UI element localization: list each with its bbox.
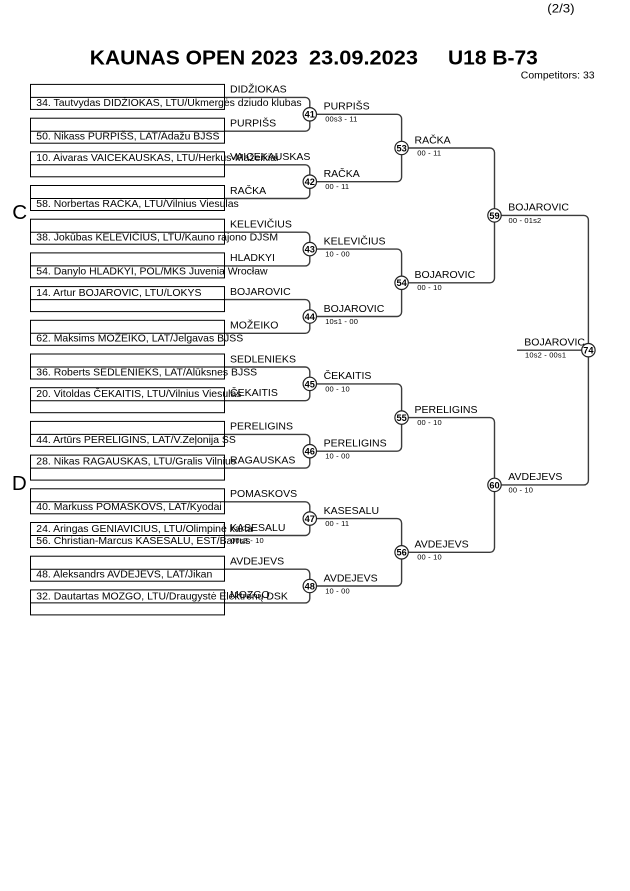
- svg-text:PERELIGINS: PERELIGINS: [324, 438, 387, 450]
- svg-text:10s1 - 00: 10s1 - 00: [325, 317, 358, 326]
- svg-text:HLADKYI: HLADKYI: [230, 252, 275, 264]
- svg-text:43: 43: [305, 245, 315, 255]
- svg-text:20. Vitoldas ČEKAITIS, LTU/Vil: 20. Vitoldas ČEKAITIS, LTU/Vilnius Viesu…: [36, 387, 241, 400]
- svg-text:MOŽEIKO: MOŽEIKO: [230, 319, 278, 332]
- svg-text:55: 55: [396, 413, 406, 423]
- svg-text:44. Artūrs PERELIGINS, LAT/V.Z: 44. Artūrs PERELIGINS, LAT/V.Zeļonija SS: [36, 435, 236, 446]
- svg-text:59: 59: [489, 211, 499, 221]
- svg-text:BOJAROVIC: BOJAROVIC: [230, 286, 291, 298]
- svg-text:44: 44: [305, 312, 316, 322]
- svg-text:00 - 01s2: 00 - 01s2: [509, 216, 542, 225]
- svg-text:47: 47: [305, 514, 315, 524]
- svg-text:BOJAROVIC: BOJAROVIC: [524, 337, 585, 349]
- svg-text:AVDEJEVS: AVDEJEVS: [415, 539, 469, 551]
- svg-text:DIDŽIOKAS: DIDŽIOKAS: [230, 83, 287, 96]
- svg-text:PERELIGINS: PERELIGINS: [415, 404, 478, 416]
- svg-text:(2/3): (2/3): [547, 2, 574, 16]
- svg-text:PURPIŠS: PURPIŠS: [324, 100, 370, 113]
- svg-text:23.09.2023: 23.09.2023: [309, 47, 418, 69]
- svg-text:62. Maksims MOŽEIKO, LAT/Jelga: 62. Maksims MOŽEIKO, LAT/Jelgavas BJSS: [36, 332, 243, 345]
- svg-text:MOZGO: MOZGO: [230, 589, 270, 601]
- svg-text:00 - 10: 00 - 10: [417, 418, 442, 427]
- svg-text:D: D: [12, 472, 27, 495]
- svg-text:00s3 - 10: 00s3 - 10: [231, 536, 264, 545]
- svg-text:42: 42: [305, 177, 315, 187]
- svg-text:AVDEJEVS: AVDEJEVS: [230, 556, 284, 568]
- svg-text:00 - 10: 00 - 10: [509, 485, 534, 494]
- svg-text:10 - 00: 10 - 00: [325, 250, 350, 259]
- svg-text:00 - 10: 00 - 10: [417, 553, 442, 562]
- svg-text:36. Roberts SEDLENIEKS, LAT/Al: 36. Roberts SEDLENIEKS, LAT/Alūksnes BJS…: [36, 367, 257, 378]
- svg-text:KAUNAS OPEN 2023: KAUNAS OPEN 2023: [90, 47, 298, 69]
- svg-text:KASESALU: KASESALU: [324, 505, 379, 517]
- svg-text:45: 45: [305, 379, 315, 389]
- svg-text:BOJAROVIC: BOJAROVIC: [415, 269, 476, 281]
- svg-text:KASESALU: KASESALU: [230, 522, 285, 534]
- svg-text:00s3 - 11: 00s3 - 11: [325, 115, 357, 124]
- svg-text:ČEKAITIS: ČEKAITIS: [230, 386, 278, 399]
- svg-text:VAICEKAUSKAS: VAICEKAUSKAS: [230, 151, 310, 163]
- svg-text:58. Norbertas RAČKA, LTU/Vilni: 58. Norbertas RAČKA, LTU/Vilnius Viesula…: [36, 197, 238, 210]
- svg-text:RAČKA: RAČKA: [230, 184, 266, 197]
- svg-text:KELEVIČIUS: KELEVIČIUS: [230, 218, 292, 231]
- svg-text:50. Nikass PURPIŠS, LAT/Ādažu: 50. Nikass PURPIŠS, LAT/Ādažu BJSS: [36, 130, 219, 143]
- svg-text:U18 B-73: U18 B-73: [448, 47, 538, 69]
- svg-text:RAČKA: RAČKA: [324, 167, 360, 180]
- svg-text:54. Danylo HLADKYI, POL/MKS Ju: 54. Danylo HLADKYI, POL/MKS Juvenia Wroc…: [36, 266, 268, 277]
- svg-text:10 - 00: 10 - 00: [325, 452, 350, 461]
- svg-text:28. Nikas RAGAUSKAS, LTU/Grali: 28. Nikas RAGAUSKAS, LTU/Gralis Vilnius: [36, 457, 236, 468]
- svg-text:ČEKAITIS: ČEKAITIS: [324, 369, 372, 382]
- svg-text:54: 54: [396, 278, 407, 288]
- svg-text:60: 60: [489, 480, 499, 490]
- svg-text:RAGAUSKAS: RAGAUSKAS: [230, 454, 295, 466]
- svg-text:Competitors: 33: Competitors: 33: [521, 71, 595, 82]
- svg-text:14. Artur BOJAROVIC, LTU/LOKYS: 14. Artur BOJAROVIC, LTU/LOKYS: [36, 288, 201, 299]
- svg-text:38. Jokūbas KELEVIČIUS, LTU/Ka: 38. Jokūbas KELEVIČIUS, LTU/Kauno rajono…: [36, 231, 278, 244]
- svg-text:PERELIGINS: PERELIGINS: [230, 421, 293, 433]
- svg-text:RAČKA: RAČKA: [415, 133, 451, 146]
- svg-text:48: 48: [305, 581, 315, 591]
- svg-text:00 - 11: 00 - 11: [325, 519, 349, 528]
- svg-text:56. Christian-Marcus KASESALU,: 56. Christian-Marcus KASESALU, EST/Barru…: [36, 536, 250, 547]
- svg-text:41: 41: [305, 110, 315, 120]
- svg-text:BOJAROVIC: BOJAROVIC: [324, 303, 385, 315]
- svg-text:POMASKOVS: POMASKOVS: [230, 488, 297, 500]
- svg-text:32. Dautartas MOZGO, LTU/Draug: 32. Dautartas MOZGO, LTU/Draugystė Elekt…: [36, 591, 288, 602]
- svg-text:PURPIŠS: PURPIŠS: [230, 117, 276, 130]
- svg-text:53: 53: [396, 143, 406, 153]
- svg-text:10s2 - 00s1: 10s2 - 00s1: [525, 351, 566, 360]
- svg-text:56: 56: [396, 548, 406, 558]
- svg-text:AVDEJEVS: AVDEJEVS: [508, 471, 562, 483]
- svg-text:10 - 00: 10 - 00: [325, 586, 350, 595]
- svg-text:00 - 10: 00 - 10: [325, 384, 350, 393]
- svg-text:C: C: [12, 201, 27, 224]
- svg-text:34. Tautvydas DIDŽIOKAS, LTU/U: 34. Tautvydas DIDŽIOKAS, LTU/Ukmergės dz…: [36, 96, 301, 109]
- svg-text:74: 74: [583, 346, 594, 356]
- svg-text:00 - 10: 00 - 10: [417, 283, 442, 292]
- svg-text:46: 46: [305, 447, 315, 457]
- svg-text:40. Markuss POMASKOVS, LAT/Kyo: 40. Markuss POMASKOVS, LAT/Kyodai: [36, 502, 221, 513]
- svg-text:00 - 11: 00 - 11: [325, 182, 349, 191]
- svg-text:KELEVIČIUS: KELEVIČIUS: [324, 234, 386, 247]
- svg-text:24. Aringas GENIAVICIUS, LTU/O: 24. Aringas GENIAVICIUS, LTU/Olimpinė ka…: [36, 524, 253, 535]
- svg-text:10. Aivaras VAICEKAUSKAS, LTU/: 10. Aivaras VAICEKAUSKAS, LTU/Herkus-Maž…: [36, 153, 278, 164]
- svg-text:SEDLENIEKS: SEDLENIEKS: [230, 353, 296, 365]
- svg-text:BOJAROVIC: BOJAROVIC: [508, 202, 569, 214]
- svg-text:00 - 11: 00 - 11: [417, 148, 441, 157]
- svg-text:48. Aleksandrs AVDEJEVS, LAT/J: 48. Aleksandrs AVDEJEVS, LAT/Jikan: [36, 570, 212, 581]
- svg-text:AVDEJEVS: AVDEJEVS: [324, 572, 378, 584]
